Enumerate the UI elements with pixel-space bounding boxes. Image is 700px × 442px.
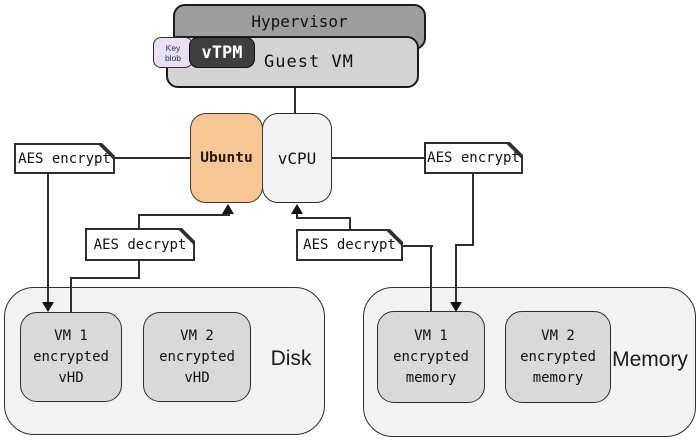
vm1-encrypted-vhd-box: VM 1 encrypted vHD	[20, 312, 122, 402]
connector-aesdecl-down	[138, 260, 140, 279]
connector-aesdecr-right	[403, 245, 433, 247]
connector-guestvm-vcpu	[294, 88, 296, 114]
vm1-vhd-line1: VM 1	[54, 327, 88, 344]
arrowhead-into-vm1-memory	[450, 302, 462, 312]
connector-aesdecl-up	[138, 214, 140, 229]
vm2-memory-line2: encrypted	[520, 348, 596, 365]
vm2-vhd-line2: encrypted	[159, 348, 235, 365]
aes-decrypt-left-label: AES decrypt	[93, 236, 187, 253]
aes-decrypt-right-fill	[298, 231, 402, 260]
disk-label: Disk	[270, 347, 312, 370]
vcpu-box: vCPU	[262, 113, 332, 203]
connector-aesencr-jog	[455, 244, 474, 246]
vm1-vhd-line2: encrypted	[33, 348, 109, 365]
aes-decrypt-left-fill	[87, 230, 194, 260]
connector-vm1mem-up	[430, 245, 432, 312]
vcpu-label: vCPU	[277, 148, 317, 168]
aes-decrypt-right-label: AES decrypt	[303, 237, 396, 253]
connector-vcpu-aesencr	[332, 157, 424, 159]
ubuntu-label: Ubuntu	[200, 150, 253, 166]
connector-aesdecl-jog	[70, 277, 140, 279]
vtpm-label: vTPM	[201, 42, 243, 63]
arrowhead-into-vm1-vhd	[42, 302, 54, 312]
key-blob-box: Key blob	[153, 37, 193, 68]
aes-encrypt-left-box: AES encrypt	[14, 143, 115, 174]
vm2-vhd-line1: VM 2	[180, 327, 214, 344]
aes-encrypt-right-fill	[426, 144, 522, 173]
guest-vm-label: Guest VM	[264, 52, 354, 72]
key-blob-label: Key blob	[164, 42, 182, 63]
memory-label: Memory	[612, 348, 688, 371]
vm2-encrypted-memory-box: VM 2 encrypted memory	[505, 311, 611, 403]
vm2-encrypted-vhd-box: VM 2 encrypted vHD	[143, 312, 251, 402]
vm2-memory-line3: memory	[532, 369, 584, 386]
connector-aesencr-down	[472, 174, 474, 246]
vm1-encrypted-memory-box: VM 1 encrypted memory	[377, 311, 485, 403]
arrowhead-into-ubuntu	[222, 204, 234, 214]
connector-aesencr-vm1mem	[455, 244, 457, 303]
aes-encrypt-right-box: AES encrypt	[424, 142, 523, 174]
connector-aesencl-vm1vhd	[47, 174, 49, 304]
aes-decrypt-left-box: AES decrypt	[85, 228, 195, 261]
vm1-vhd-line3: vHD	[58, 369, 84, 386]
vtpm-box: vTPM	[189, 37, 255, 68]
connector-vcpu-arrow-stem	[296, 210, 298, 218]
hypervisor-label: Hypervisor	[251, 12, 348, 31]
connector-aesdecr-vcpu	[296, 217, 351, 219]
aes-decrypt-right-box: AES decrypt	[296, 229, 403, 261]
connector-aesdecl-ubuntu	[138, 214, 230, 216]
ubuntu-box: Ubuntu	[190, 113, 263, 203]
vm1-memory-line2: encrypted	[393, 348, 469, 365]
connector-aesdecr-up	[349, 217, 351, 230]
vm1-memory-line3: memory	[405, 369, 457, 386]
aes-encrypt-right-label: AES encrypt	[427, 150, 520, 166]
vm2-vhd-line3: vHD	[184, 369, 210, 386]
aes-encrypt-left-label: AES encrypt	[18, 150, 111, 167]
arrowhead-into-vcpu	[291, 204, 303, 214]
aes-encrypt-left-fill	[16, 145, 114, 173]
vm2-memory-line1: VM 2	[541, 327, 575, 344]
vm1-memory-line1: VM 1	[414, 327, 448, 344]
connector-aesencl-ubuntu	[115, 157, 190, 159]
connector-vm1vhd-up	[70, 277, 72, 313]
